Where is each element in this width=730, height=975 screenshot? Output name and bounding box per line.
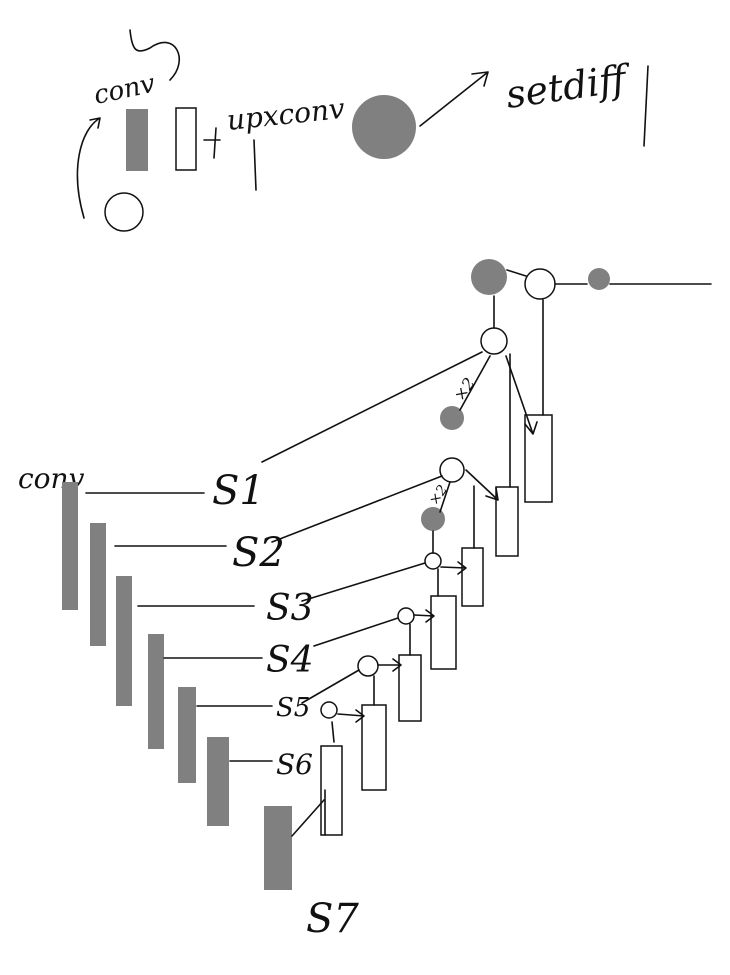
- upsample-diag-2: [439, 481, 451, 513]
- arrow-box1: [505, 355, 538, 435]
- merge-ring-2: [439, 457, 465, 483]
- legend-ring: [104, 192, 144, 232]
- decoder-box-6: [361, 704, 387, 791]
- upsample-label-2: ×2: [426, 482, 451, 508]
- setdiff-dot-right: [588, 268, 610, 290]
- decoder-box-4: [430, 595, 457, 670]
- decoder-box-7: [320, 745, 343, 836]
- merge-ring-1: [480, 327, 508, 355]
- decoder-box-2: [495, 486, 519, 557]
- merge-ring-6: [320, 701, 338, 719]
- encoder: conv S1 S2 S3 S4 S5 S6 S7: [18, 462, 359, 942]
- encoder-bar-4: [148, 634, 164, 749]
- setdiff-dot-1: [440, 406, 464, 430]
- merge-ring-4: [397, 607, 415, 625]
- upsample-diag-1: [459, 355, 491, 411]
- skip-diag-5: [301, 669, 360, 704]
- encoder-bar-6: [207, 737, 229, 826]
- scale-label-s4: S4: [266, 640, 314, 681]
- legend-conv-label: conv: [91, 69, 158, 111]
- arrow-box3: [440, 561, 467, 575]
- merge-ring-5: [357, 655, 379, 677]
- decoder-box-5: [398, 654, 422, 722]
- legend-setdiff-arrow: [419, 71, 489, 127]
- arrow-box4: [413, 609, 435, 623]
- legend-upconv-box: [175, 107, 197, 171]
- output-line: [506, 269, 712, 285]
- skip-diag-3: [301, 562, 426, 602]
- encoder-bar-7: [264, 806, 292, 890]
- scale-label-s6: S6: [276, 748, 313, 781]
- legend-upconv-underline: [253, 139, 257, 191]
- decoder: ×2 ×2: [261, 259, 712, 837]
- legend-conv-arrow: [76, 117, 101, 219]
- scale-label-s5: S5: [276, 693, 310, 723]
- bottom-link: [291, 799, 325, 837]
- arrow-box2: [465, 469, 499, 501]
- merge-ring-3: [424, 552, 442, 570]
- legend-conv-loop: [129, 29, 181, 81]
- legend-setdiff-label: setdiff: [503, 56, 635, 117]
- skip-diag-1: [261, 351, 483, 463]
- encoder-bar-5: [178, 687, 196, 783]
- merge-ring-top: [524, 268, 556, 300]
- scale-label-s1: S1: [212, 468, 265, 514]
- upsample-label-1: ×2: [450, 374, 479, 404]
- arrow-box6: [337, 709, 365, 723]
- legend: conv upxconv setdiff: [76, 29, 649, 232]
- skip-diag-4: [313, 617, 399, 647]
- legend-upconv-tick: [203, 127, 221, 159]
- legend-upconv-label: upxconv: [225, 92, 346, 137]
- arrow-box5: [377, 658, 402, 672]
- setdiff-dot-top: [471, 259, 507, 295]
- legend-conv-bar: [126, 109, 148, 171]
- legend-setdiff-stroke: [643, 65, 649, 147]
- encoder-bar-2: [90, 523, 106, 646]
- setdiff-dot-2: [421, 507, 445, 531]
- decoder-box-3: [461, 547, 484, 607]
- scale-label-s2: S2: [232, 530, 285, 576]
- skip-diag-2: [271, 475, 443, 543]
- skip-diag-6: [331, 721, 335, 743]
- encoder-bar-1: [62, 482, 78, 610]
- scale-label-s3: S3: [266, 588, 314, 629]
- encoder-bar-3: [116, 576, 132, 706]
- scale-label-s7: S7: [306, 896, 359, 942]
- legend-setdiff-dot: [352, 95, 416, 159]
